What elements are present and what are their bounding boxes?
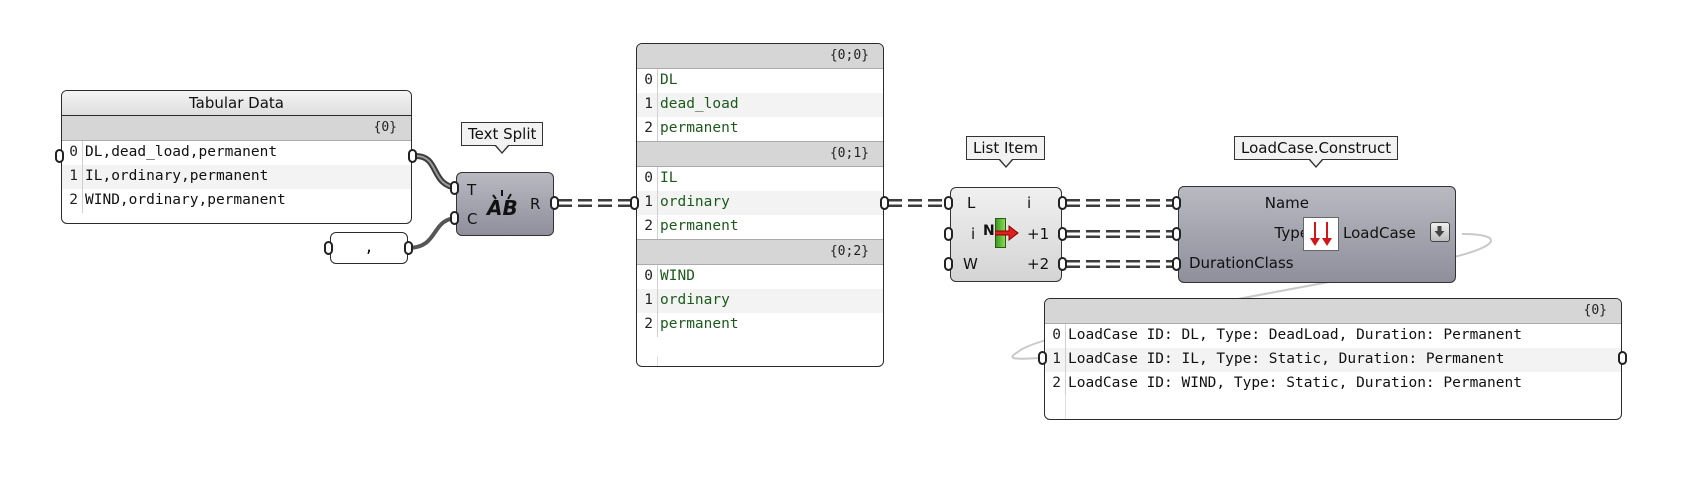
panel-title: Tabular Data	[62, 91, 411, 116]
text-split-component[interactable]: T C R AB	[456, 172, 554, 236]
separator-value: ,	[364, 238, 374, 256]
input-i-grip[interactable]	[944, 227, 953, 241]
input-name-grip[interactable]	[1172, 196, 1181, 210]
output-plus2-label[interactable]: +2	[1027, 255, 1050, 273]
input-l-grip[interactable]	[944, 196, 953, 210]
tooltip-text-split: Text Split	[461, 122, 544, 154]
panel-margin-line	[657, 356, 658, 366]
output-r-label[interactable]: R	[530, 195, 541, 213]
input-l-label[interactable]: L	[967, 194, 976, 212]
list-item: 0 DL,dead_load,permanent	[62, 141, 411, 165]
list-item: 1 IL,ordinary,permanent	[62, 165, 411, 189]
ab-split-icon: AB	[485, 190, 518, 219]
branch-path: {0;1}	[637, 141, 883, 167]
output-i-grip[interactable]	[1058, 196, 1067, 210]
input-c-grip[interactable]	[450, 211, 459, 225]
svg-text:AB: AB	[485, 196, 518, 219]
input-name-label[interactable]: Name	[1264, 194, 1309, 212]
list-item-icon: N	[983, 218, 1019, 248]
input-c-label[interactable]: C	[467, 210, 478, 228]
input-t-label[interactable]: T	[467, 181, 477, 199]
panel-output-grip[interactable]	[408, 149, 417, 163]
output-loadcase-label[interactable]: LoadCase	[1343, 224, 1416, 242]
output-i-label[interactable]: i	[1027, 194, 1032, 212]
tooltip-list-item: List Item	[966, 136, 1046, 168]
loadcase-construct-component[interactable]: Name Type DurationClass LoadCase	[1178, 186, 1456, 283]
input-w-grip[interactable]	[944, 257, 953, 271]
tabular-data-panel[interactable]: Tabular Data {0} 0 DL,dead_load,permanen…	[61, 90, 412, 224]
branch-path: {0;2}	[637, 239, 883, 265]
list-item-component[interactable]: L i W i +1 +2 N	[950, 187, 1062, 282]
input-duration-label[interactable]: DurationClass	[1189, 254, 1294, 272]
panel-output-grip[interactable]	[880, 196, 889, 210]
panel-input-grip[interactable]	[630, 196, 639, 210]
panel-input-grip[interactable]	[1038, 351, 1047, 365]
output-plus2-grip[interactable]	[1058, 257, 1067, 271]
branch-path: {0}	[62, 116, 411, 141]
input-duration-grip[interactable]	[1172, 257, 1181, 271]
input-w-label[interactable]: W	[963, 255, 978, 273]
output-plus1-label[interactable]: +1	[1027, 225, 1050, 243]
panel-input-grip[interactable]	[324, 241, 333, 255]
list-item: 2 WIND,ordinary,permanent	[62, 189, 411, 213]
loadcase-arrows-icon	[1303, 217, 1339, 251]
panel-output-grip[interactable]	[1618, 351, 1627, 365]
panel-margin-line	[1065, 395, 1066, 419]
output-r-grip[interactable]	[550, 196, 559, 210]
input-t-grip[interactable]	[450, 181, 459, 195]
down-arrow-icon[interactable]	[1430, 222, 1450, 242]
branch-path: {0}	[1045, 299, 1621, 324]
input-type-grip[interactable]	[1172, 227, 1181, 241]
branch-path: {0;0}	[637, 44, 883, 69]
input-type-label[interactable]: Type	[1274, 224, 1309, 242]
separator-panel[interactable]: ,	[330, 232, 408, 264]
input-i-label[interactable]: i	[971, 225, 976, 243]
panel-input-grip[interactable]	[55, 149, 64, 163]
tooltip-loadcase-construct: LoadCase.Construct	[1234, 136, 1399, 168]
panel-output-grip[interactable]	[404, 241, 413, 255]
output-plus1-grip[interactable]	[1058, 227, 1067, 241]
